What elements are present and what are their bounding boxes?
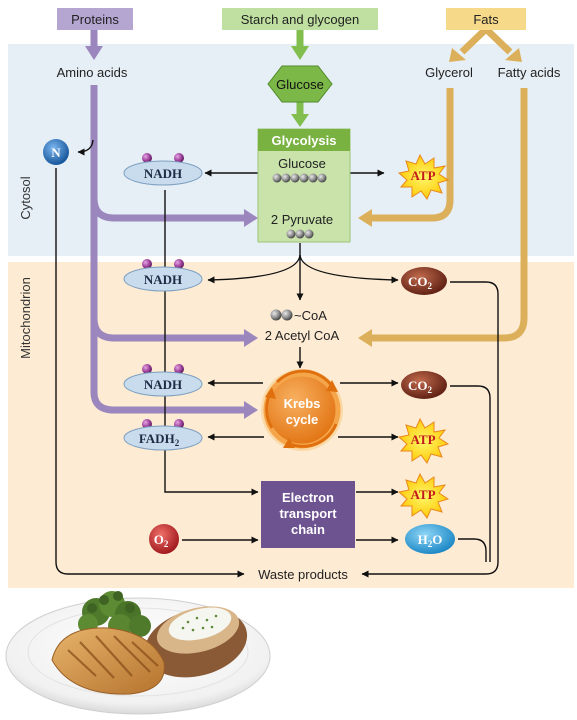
electron-transport-chain: Electron transport chain [261,481,355,548]
krebs-cycle: Krebs cycle [261,369,343,451]
glucose-hexagon [267,65,333,103]
nadh-carrier: NADH [123,153,203,186]
meal-plate-illustration [5,591,271,715]
co2-label: CO [408,378,428,393]
coa-label: ~CoA [294,308,327,323]
nadh-label: NADH [144,377,182,392]
acetyl-coa-label: 2 Acetyl CoA [265,328,340,343]
svg-text:O2: O2 [154,532,169,549]
atp-burst: ATP [397,417,450,464]
h2o-molecule: H2O [405,524,455,554]
protein-pathways [90,29,244,414]
krebs-line2: cycle [286,412,319,427]
fadh2-carrier: FADH2 [123,419,203,451]
fats-box [446,8,526,30]
amino-acids-label: Amino acids [57,65,128,80]
atp-burst: ATP [397,472,450,519]
glycolysis-glucose: Glucose [278,156,326,171]
atp-burst: ATP [397,153,450,200]
svg-text:FADH2: FADH2 [139,431,180,448]
fats-label: Fats [473,12,499,27]
acetyl-coa: ~CoA 2 Acetyl CoA [265,308,340,343]
glycolysis-box: Glycolysis Glucose 2 Pyruvate [257,128,351,243]
glycerol-label: Glycerol [425,65,473,80]
fatty-acids-label: Fatty acids [498,65,561,80]
h2o-subscript: 2 [428,539,433,549]
atp-label: ATP [410,487,435,502]
co2-subscript: 2 [428,385,433,395]
nadh-carrier: NADH [123,364,203,397]
glucose-input-label: Glucose [276,77,324,92]
starch-label: Starch and glycogen [241,12,360,27]
nadh-carrier: NADH [123,259,203,292]
svg-text:H2O: H2O [418,532,443,549]
waste-products-label: Waste products [258,567,348,582]
fat-arrowheads [358,48,522,347]
starch-arrowheads [291,46,309,127]
o2-label: O [154,532,164,547]
nadh-label: NADH [144,166,182,181]
o2-subscript: 2 [164,539,169,549]
fadh-subscript: 2 [175,438,180,448]
o2-molecule: O2 [149,524,179,554]
glycolysis-title: Glycolysis [271,133,336,148]
atp-label: ATP [410,432,435,447]
svg-text:CO2: CO2 [408,274,433,291]
etc-line3: chain [291,522,325,537]
co2-molecule: CO2 [401,371,447,399]
cytosol-label: Cytosol [18,176,33,219]
proteins-box [57,8,133,30]
proteins-label: Proteins [71,12,119,27]
co2-label: CO [408,274,428,289]
nadh-label: NADH [144,272,182,287]
starch-box [222,8,378,30]
atp-label: ATP [410,168,435,183]
mitochondrion-label: Mitochondrion [18,277,33,359]
nitrogen-ball: N [43,139,69,165]
etc-line2: transport [279,506,337,521]
h2o-o: O [432,532,442,547]
pyruvate-label: 2 Pyruvate [271,212,333,227]
etc-line1: Electron [282,490,334,505]
nitrogen-label: N [51,145,61,160]
protein-arrowheads [85,46,258,419]
pyruvate-beads [286,229,314,239]
krebs-line1: Krebs [284,396,321,411]
glucose-beads [272,173,327,183]
co2-subscript: 2 [428,281,433,291]
svg-text:CO2: CO2 [408,378,433,395]
h2o-h: H [418,532,428,547]
co2-molecule: CO2 [401,267,447,295]
fat-pathways [372,26,528,342]
fadh-label: FADH [139,431,175,446]
